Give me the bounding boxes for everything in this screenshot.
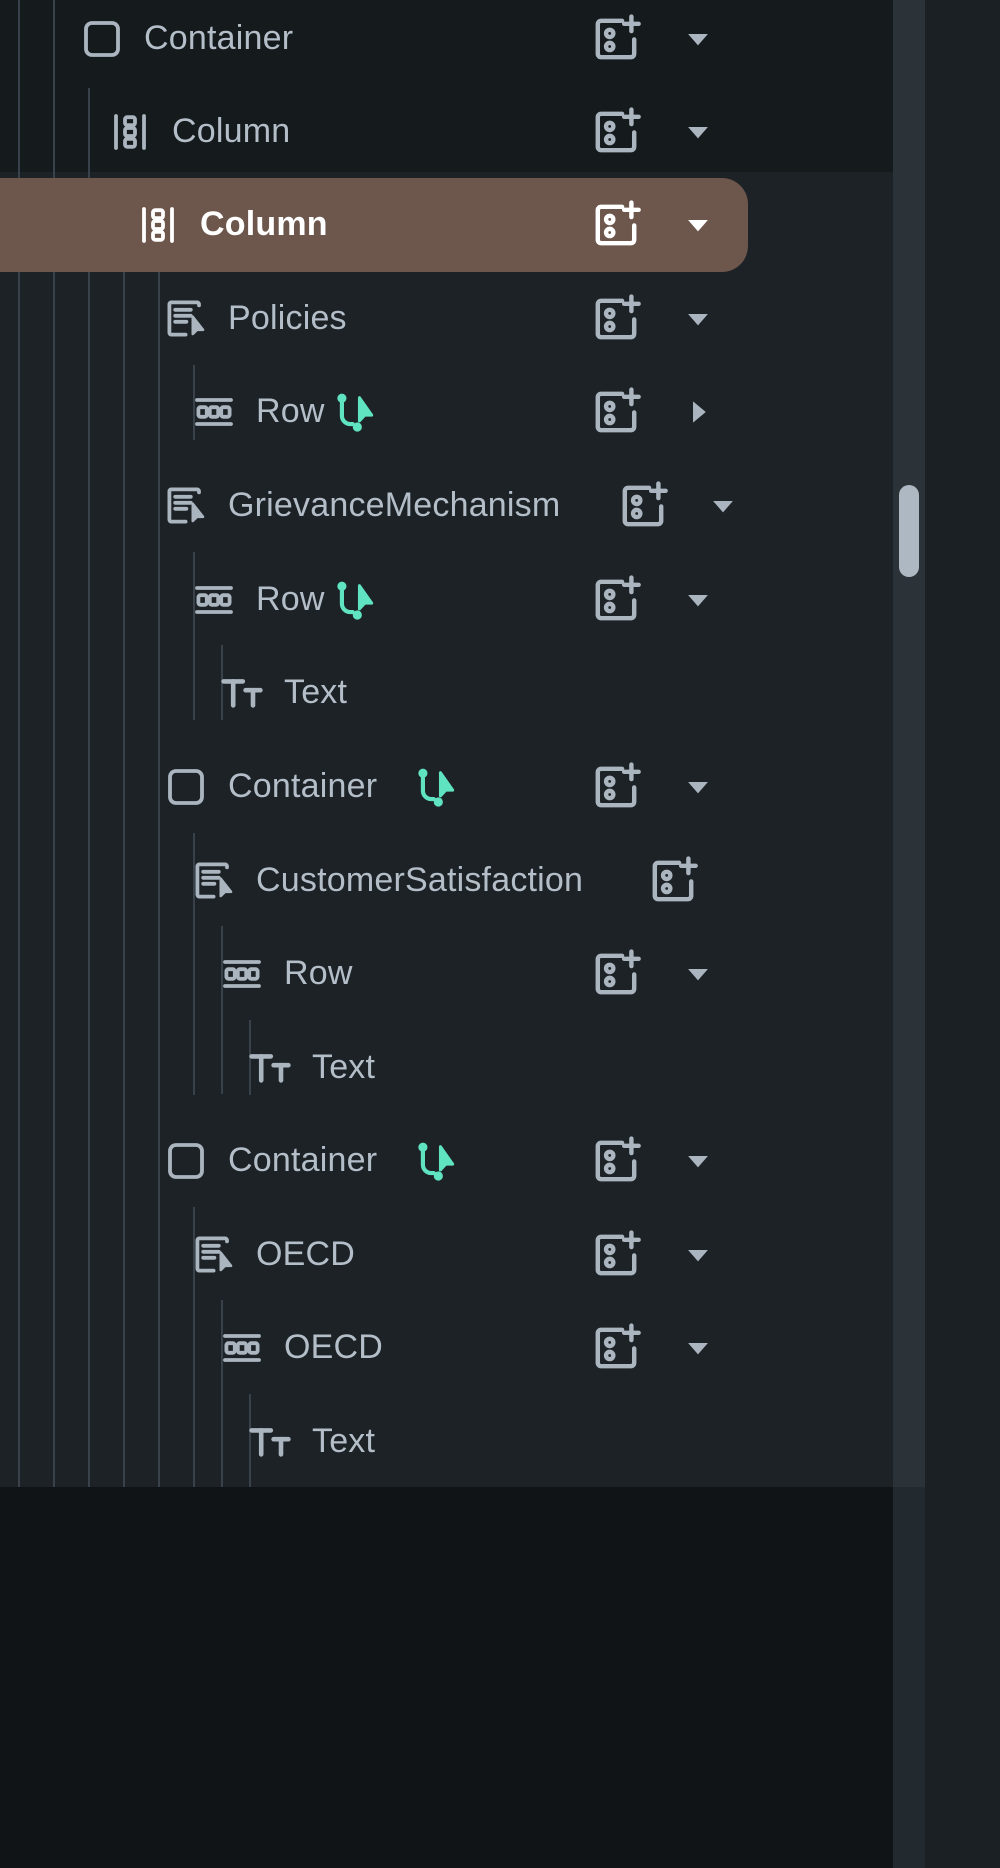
chevron-down-icon[interactable] <box>681 583 715 617</box>
add-widget-icon[interactable] <box>588 1133 644 1189</box>
indent-guide-line <box>193 552 195 720</box>
tree-body-background <box>0 270 893 1487</box>
indent-guide-line <box>221 926 223 1094</box>
widget-icon <box>190 857 238 905</box>
add-widget-icon[interactable] <box>615 478 671 534</box>
tree-row-label: CustomerSatisfaction <box>256 861 584 899</box>
add-widget-icon[interactable] <box>588 11 644 67</box>
row-icon <box>218 950 266 998</box>
tree-row[interactable]: Row <box>0 365 893 459</box>
add-widget-icon[interactable] <box>588 946 644 1002</box>
tree-row[interactable]: Row <box>0 553 893 647</box>
widget-icon <box>162 295 210 343</box>
indent-guide-line <box>18 0 20 1487</box>
indent-guide-line <box>123 180 125 1487</box>
tree-row-label: Row <box>256 580 325 618</box>
tree-row-label: OECD <box>284 1328 384 1366</box>
tree-row[interactable]: OECD <box>0 1208 893 1302</box>
tree-row[interactable]: Policies <box>0 272 893 366</box>
right-gutter <box>925 0 1000 1868</box>
tree-row[interactable]: Column <box>0 85 893 179</box>
tree-row-label: Text <box>312 1048 376 1086</box>
column-icon <box>106 108 154 156</box>
tree-row-label: Policies <box>228 299 347 337</box>
chevron-down-icon[interactable] <box>681 302 715 336</box>
add-widget-icon[interactable] <box>588 1320 644 1376</box>
tree-row[interactable]: Container <box>0 740 893 834</box>
chevron-down-icon[interactable] <box>681 957 715 991</box>
tree-row[interactable]: Text <box>0 646 893 740</box>
add-widget-icon[interactable] <box>588 1227 644 1283</box>
tree-row[interactable]: OECD <box>0 1301 893 1395</box>
row-icon <box>218 1324 266 1372</box>
scrollbar-track-lower[interactable] <box>893 1487 925 1868</box>
tree-row[interactable]: GrievanceMechanism <box>0 459 893 553</box>
tree-row-label: Column <box>200 205 328 243</box>
action-link-icon[interactable] <box>329 387 379 437</box>
action-link-icon[interactable] <box>410 762 460 812</box>
indent-guide-line <box>249 1394 251 1487</box>
widget-icon <box>190 1231 238 1279</box>
tree-row[interactable]: CustomerSatisfaction <box>0 834 893 928</box>
tree-row-label: Text <box>312 1422 376 1460</box>
add-widget-icon[interactable] <box>588 291 644 347</box>
add-widget-icon[interactable] <box>588 572 644 628</box>
tree-row-label: Container <box>228 1141 378 1179</box>
text-icon <box>218 669 266 717</box>
tree-row[interactable]: Text <box>0 1021 893 1115</box>
add-widget-icon[interactable] <box>588 759 644 815</box>
action-link-icon[interactable] <box>410 1136 460 1186</box>
panel-bottom-area <box>0 1487 893 1868</box>
tree-top-band <box>0 0 893 172</box>
chevron-down-icon[interactable] <box>706 489 740 523</box>
indent-guide-line <box>221 1300 223 1487</box>
chevron-down-icon[interactable] <box>681 1331 715 1365</box>
tree-row[interactable]: Container <box>0 0 893 86</box>
tree-row-label: GrievanceMechanism <box>228 486 561 524</box>
tree-row-label: Text <box>284 673 348 711</box>
container-icon <box>162 763 210 811</box>
column-icon <box>134 201 182 249</box>
tree-row[interactable]: Row <box>0 927 893 1021</box>
tree-row[interactable]: Container <box>0 1114 893 1208</box>
indent-guide-line <box>88 88 90 1487</box>
tree-row-label: OECD <box>256 1235 356 1273</box>
action-link-icon[interactable] <box>329 575 379 625</box>
chevron-down-icon[interactable] <box>681 770 715 804</box>
tree-row-label: Container <box>228 767 378 805</box>
scrollbar-thumb[interactable] <box>899 485 919 577</box>
tree-row-label: Row <box>284 954 353 992</box>
tree-row[interactable]: Text <box>0 1395 893 1487</box>
tree-row-label: Row <box>256 392 325 430</box>
text-icon <box>246 1044 294 1092</box>
add-widget-icon[interactable] <box>588 384 644 440</box>
chevron-right-icon[interactable] <box>681 395 715 429</box>
container-icon <box>78 15 126 63</box>
indent-guide-line <box>193 365 195 440</box>
indent-guide-line <box>193 833 195 1095</box>
container-icon <box>162 1137 210 1185</box>
chevron-down-icon[interactable] <box>681 115 715 149</box>
widget-tree-panel: Container Column Colum <box>0 0 893 1487</box>
add-widget-icon[interactable] <box>645 853 701 909</box>
chevron-down-icon[interactable] <box>681 208 715 242</box>
chevron-down-icon[interactable] <box>681 1144 715 1178</box>
tree-row-label: Container <box>144 19 294 57</box>
chevron-down-icon[interactable] <box>681 1238 715 1272</box>
add-widget-icon[interactable] <box>588 197 644 253</box>
tree-row[interactable]: Column <box>0 178 748 272</box>
tree-row-label: Column <box>172 112 291 150</box>
indent-guide-line <box>193 1207 195 1487</box>
chevron-down-icon[interactable] <box>681 22 715 56</box>
indent-guide-line <box>158 272 160 1487</box>
add-widget-icon[interactable] <box>588 104 644 160</box>
row-icon <box>190 576 238 624</box>
widget-icon <box>162 482 210 530</box>
indent-guide-line <box>53 0 55 1487</box>
scrollbar-track[interactable] <box>893 0 925 1487</box>
text-icon <box>246 1418 294 1466</box>
row-icon <box>190 388 238 436</box>
